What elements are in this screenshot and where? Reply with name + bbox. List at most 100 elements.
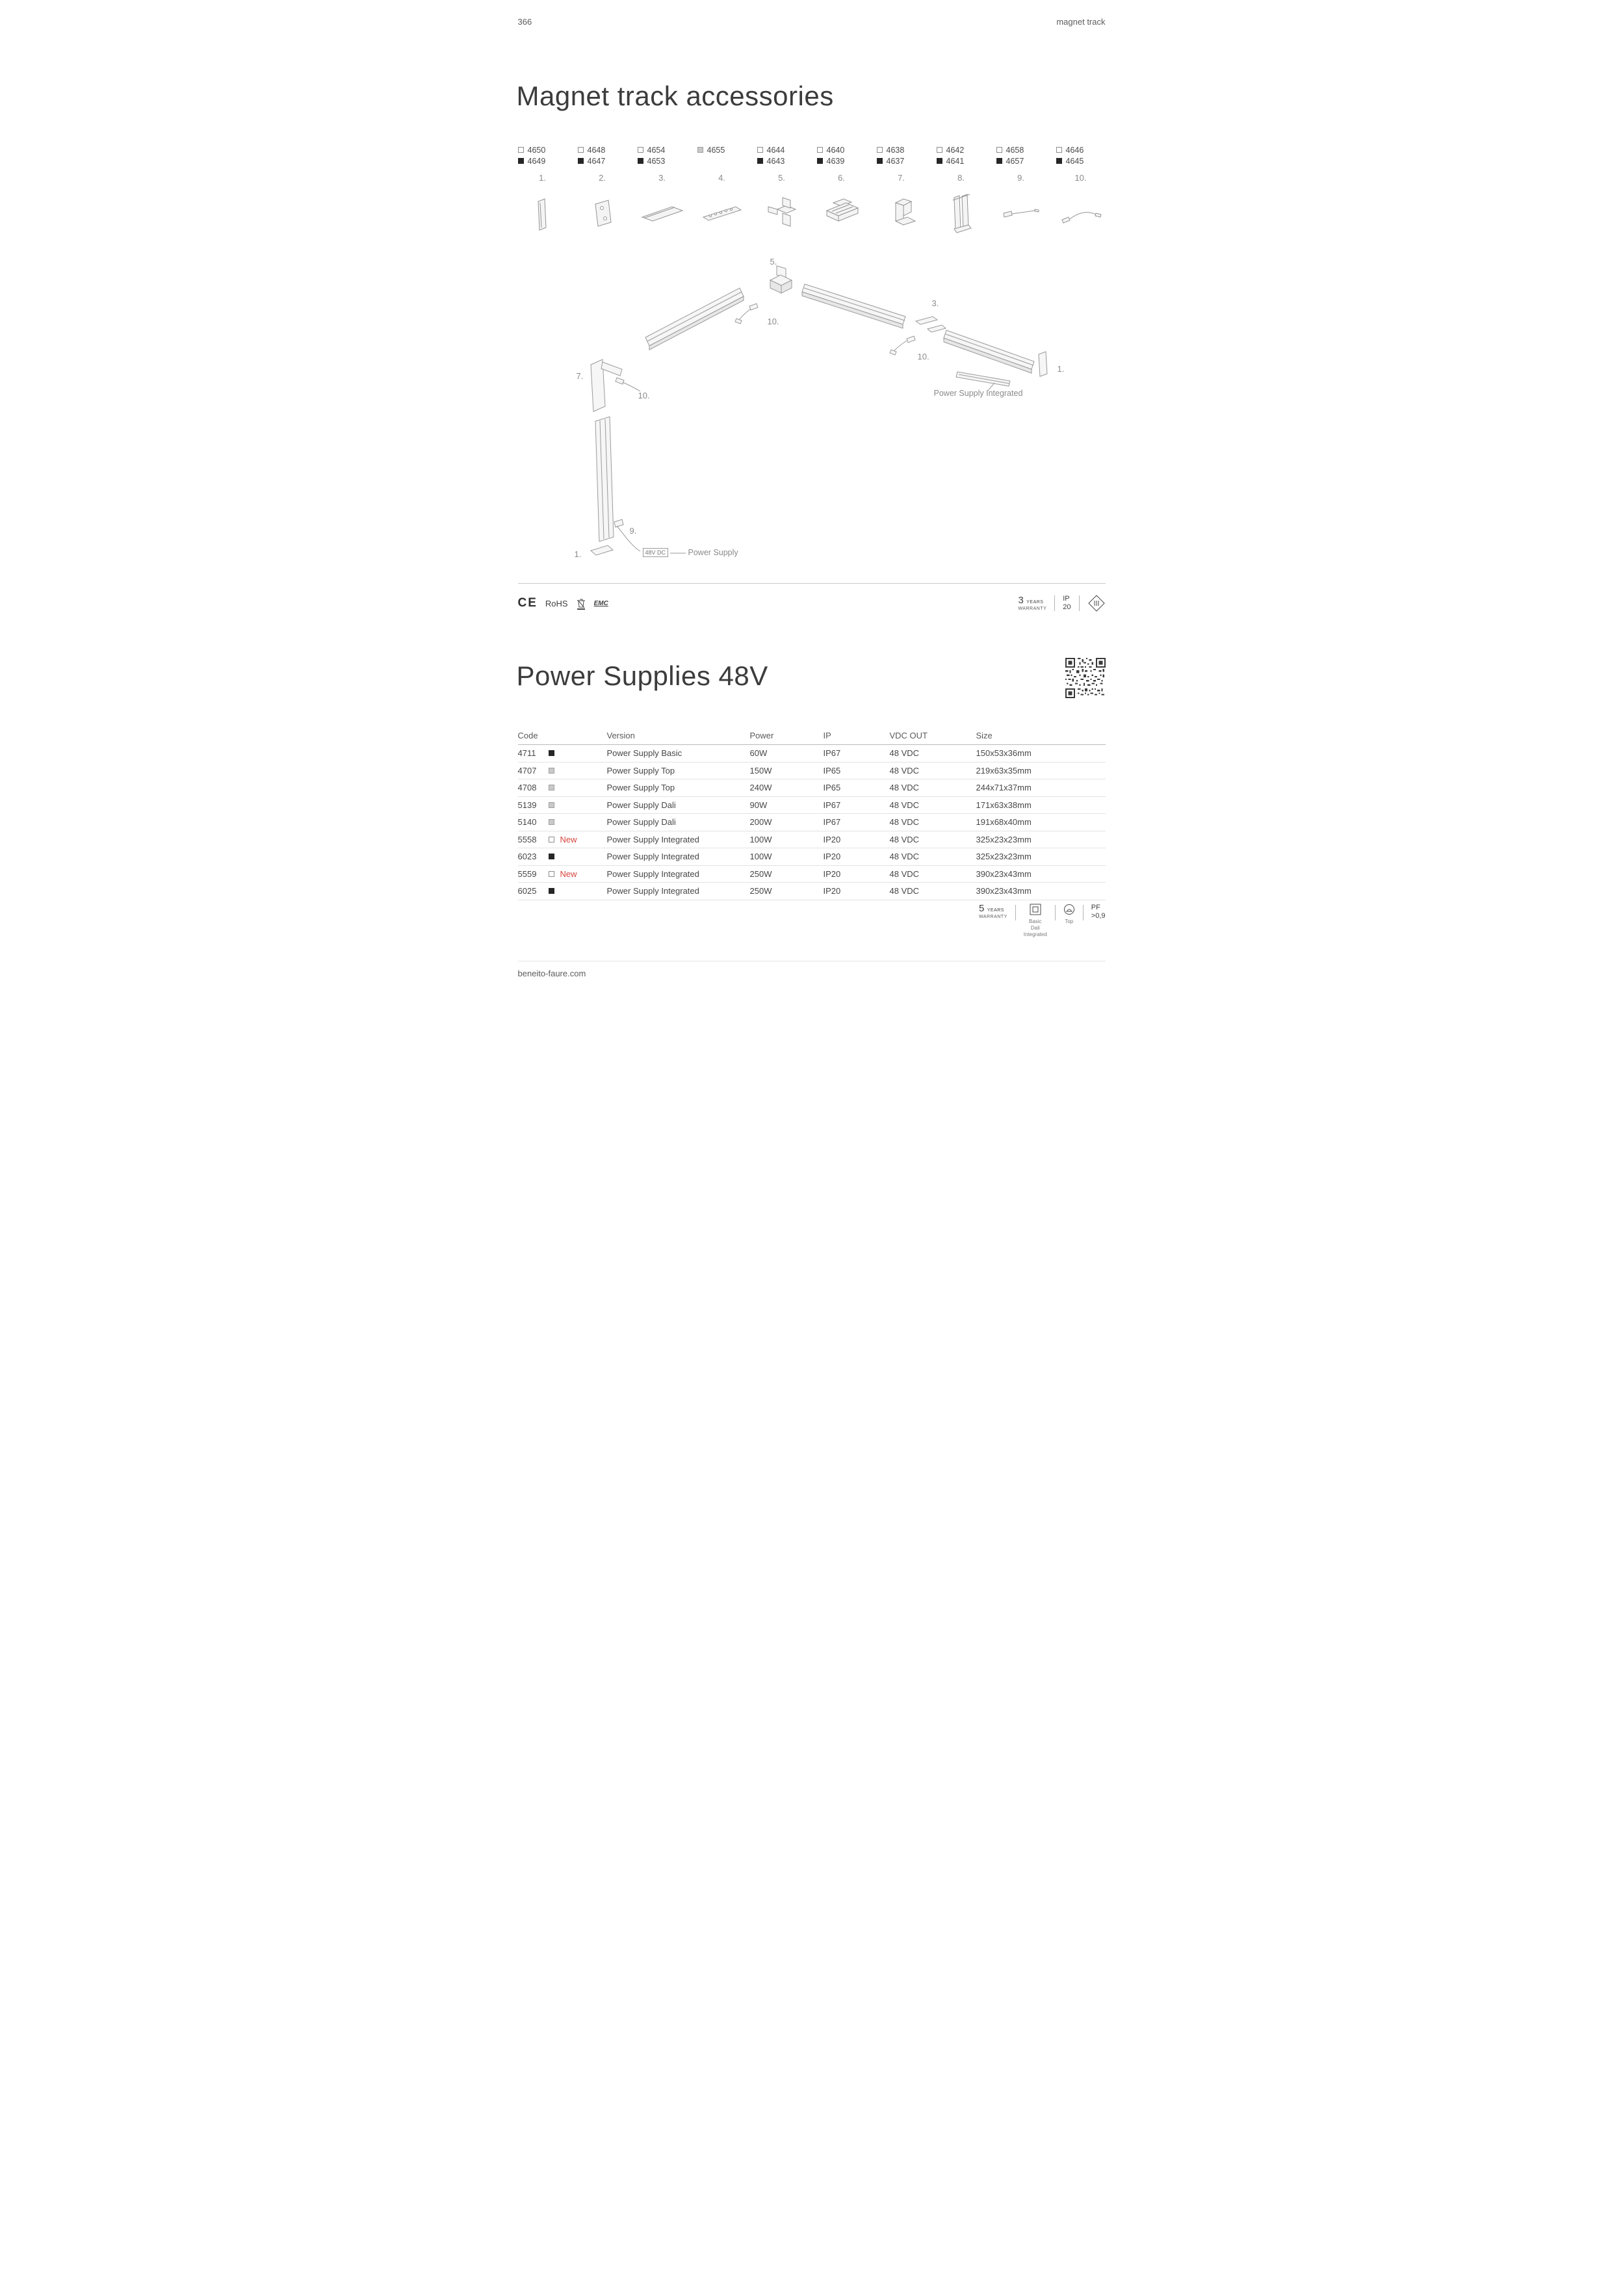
variant-swatch-icon: [637, 158, 643, 164]
new-tag: New: [560, 868, 577, 879]
code-group-9: 4658 4657 9.: [996, 144, 1046, 183]
product-code: 4640: [826, 145, 845, 155]
variant-swatch-icon: [876, 147, 883, 153]
weee-bin-icon: [577, 599, 585, 610]
product-code: 4645: [1065, 156, 1084, 166]
ip-cell: IP65: [823, 783, 841, 793]
ip-label: IP: [1063, 595, 1070, 603]
warranty-word: WARRANTY: [1018, 606, 1047, 611]
product-code: 6025: [517, 886, 537, 896]
code-cell: 5139: [518, 800, 607, 810]
table-row: 4711 Power Supply Basic 60W IP67 48 VDC …: [517, 745, 1106, 763]
variant-swatch-icon: [697, 147, 703, 153]
illustration-track-joint: [825, 198, 859, 222]
diagram-label-3: 3.: [931, 298, 939, 308]
code-cell: 6023: [518, 852, 607, 861]
power-supplies-badges: 5 YEARS WARRANTY Basic Dali Integrated T…: [518, 904, 1106, 938]
emc-label: EMC: [593, 599, 608, 607]
recessed-box-icon: [1030, 904, 1041, 915]
power-cell: 100W: [749, 852, 772, 862]
size-cell: 219x63x35mm: [976, 765, 1032, 776]
ip-rating-badge: IP 20: [1063, 595, 1071, 611]
pf-value: >0,9: [1091, 912, 1106, 920]
table-body: 4711 Power Supply Basic 60W IP67 48 VDC …: [517, 745, 1106, 900]
item-number: 5.: [778, 173, 785, 183]
size-cell: 390x23x43mm: [976, 868, 1032, 879]
top-mount-icon: [1063, 904, 1074, 915]
item-number: 6.: [838, 173, 845, 183]
version-cell: Power Supply Integrated: [606, 852, 699, 862]
illustration-end-cap: [537, 198, 547, 231]
version-cell: Power Supply Dali: [606, 800, 676, 810]
vdc-cell: 48 VDC: [889, 765, 920, 776]
diagram-label-9: 9.: [629, 526, 637, 536]
product-code: 6023: [517, 852, 537, 862]
col-header-size: Size: [976, 731, 993, 740]
product-code: 4711: [517, 748, 536, 759]
power-cell: 60W: [749, 748, 768, 759]
item-number: 10.: [1074, 173, 1087, 183]
size-cell: 171x63x38mm: [976, 800, 1032, 810]
spec-badges: 3 YEARS WARRANTY IP 20: [1018, 594, 1105, 612]
warranty-badge: 3 YEARS WARRANTY: [1018, 595, 1046, 611]
item-number: 9.: [1017, 173, 1024, 183]
ip-cell: IP67: [823, 748, 841, 759]
item-number: 7.: [898, 173, 905, 183]
item-number: 3.: [658, 173, 666, 183]
variant-swatch-icon: [517, 158, 524, 164]
product-code: 4643: [766, 156, 785, 166]
diagram-label-1-bottom: 1.: [574, 549, 582, 559]
warranty-word: WARRANTY: [978, 914, 1007, 919]
variant-swatch-icon: [1056, 158, 1062, 164]
code-group-6: 4640 4639 6.: [816, 144, 866, 183]
vdc-cell: 48 VDC: [889, 783, 920, 793]
product-illustrations: [518, 190, 1106, 257]
ip-cell: IP20: [823, 886, 841, 896]
table-header-row: Code Version Power IP VDC OUT Size: [517, 727, 1106, 745]
code-group-10: 4646 4645 10.: [1056, 144, 1106, 183]
product-code: 4644: [766, 145, 785, 155]
separator: [1054, 595, 1056, 611]
product-code: 4638: [886, 145, 905, 155]
table-row: 5139 Power Supply Dali 90W IP67 48 VDC 1…: [517, 797, 1106, 814]
vdc-cell: 48 VDC: [889, 834, 920, 844]
mode-basic: Basic: [1028, 919, 1042, 924]
illustration-cover-plate: [641, 206, 683, 222]
illustration-l-corner: [894, 198, 916, 226]
code-group-2: 4648 4647 2.: [577, 144, 627, 183]
ip-cell: IP20: [823, 834, 841, 844]
variant-swatch-icon: [637, 147, 643, 153]
qr-code: [1065, 658, 1106, 698]
variant-swatch-icon: [577, 158, 584, 164]
size-cell: 244x71x37mm: [976, 783, 1032, 793]
warranty-years: 3: [1018, 594, 1024, 606]
version-cell: Power Supply Top: [606, 783, 675, 793]
variant-swatch-icon: [816, 158, 823, 164]
assembly-diagram-art: [590, 265, 1048, 556]
top-label: Top: [1065, 919, 1074, 924]
variant-swatch-icon: [996, 147, 1002, 153]
code-group-7: 4638 4637 7.: [876, 144, 926, 183]
power-cell: 240W: [749, 783, 772, 793]
variant-swatch-icon: [816, 147, 823, 153]
power-supply-label: Power Supply: [688, 548, 738, 557]
illustration-curved-cable: [1061, 212, 1102, 224]
ce-mark-icon: CE: [517, 596, 538, 610]
product-code: 5139: [517, 800, 537, 810]
product-code: 5558: [517, 834, 537, 844]
illustration-vertical-assembly: [952, 194, 972, 233]
item-number: 8.: [957, 173, 965, 183]
power-cell: 100W: [749, 834, 772, 844]
vdc-cell: 48 VDC: [889, 817, 920, 828]
product-code: 4639: [826, 156, 845, 166]
table-row: 5140 Power Supply Dali 200W IP67 48 VDC …: [517, 814, 1106, 831]
mode-integrated: Integrated: [1023, 932, 1047, 937]
rohs-label: RoHS: [545, 598, 568, 608]
variant-swatch-icon: [936, 158, 942, 164]
version-cell: Power Supply Top: [606, 765, 675, 776]
ip-cell: IP20: [823, 852, 841, 862]
col-header-power: Power: [749, 731, 774, 740]
power-cell: 90W: [749, 800, 768, 810]
illustration-supply-cable: [1002, 209, 1039, 218]
code-group-5: 4644 4643 5.: [757, 144, 807, 183]
